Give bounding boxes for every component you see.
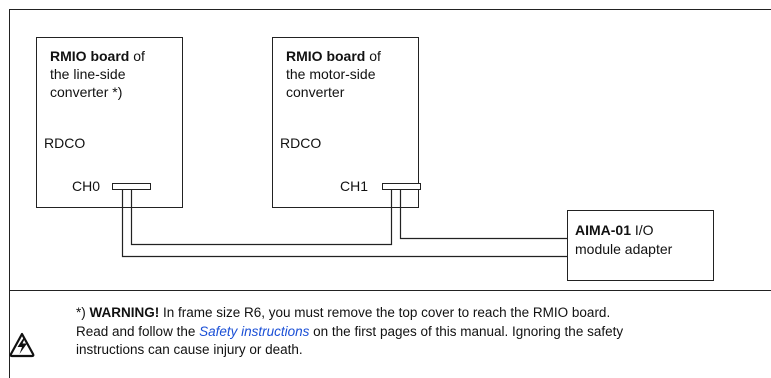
motor-side-board-box bbox=[272, 37, 419, 208]
motor-side-board-title: RMIO board of bbox=[286, 47, 381, 65]
ch0-connector bbox=[112, 183, 151, 190]
fiber-cable-inner bbox=[130, 190, 393, 246]
fiber-cable-outer bbox=[121, 190, 568, 258]
warning-text-1: In frame size R6, you must remove the to… bbox=[159, 305, 611, 320]
warning-line-2: Read and follow the Safety instructions … bbox=[76, 323, 771, 342]
line-side-board-line2: the line-side bbox=[50, 66, 126, 82]
adapter-title: AIMA-01 I/O bbox=[575, 221, 654, 239]
fiber-cable-adapter bbox=[399, 190, 568, 240]
line-side-board-title-bold: RMIO board bbox=[50, 48, 130, 64]
motor-side-board-line2: the motor-side bbox=[286, 66, 376, 82]
adapter-box bbox=[567, 210, 714, 281]
warning-line-1: *) WARNING! In frame size R6, you must r… bbox=[76, 304, 771, 323]
safety-instructions-link[interactable]: Safety instructions bbox=[199, 323, 310, 339]
motor-side-board-title-rest: of bbox=[365, 48, 381, 64]
ch1-connector bbox=[382, 183, 421, 190]
warning-label: WARNING! bbox=[89, 305, 160, 320]
warning-text-2-pre: Read and follow the bbox=[76, 323, 200, 339]
warning-note: *) WARNING! In frame size R6, you must r… bbox=[76, 304, 771, 360]
warning-line-3: instructions can cause injury or death. bbox=[76, 342, 303, 357]
motor-side-board-line3: converter bbox=[286, 84, 345, 100]
motor-side-board-title-bold: RMIO board bbox=[286, 48, 366, 64]
line-side-board-title-rest: of bbox=[129, 48, 145, 64]
line-side-module-label: RDCO bbox=[44, 135, 86, 151]
adapter-title-rest: I/O bbox=[631, 222, 654, 238]
ch0-label: CH0 bbox=[72, 178, 101, 194]
adapter-line2: module adapter bbox=[575, 241, 673, 257]
warning-prefix: *) bbox=[76, 305, 90, 320]
motor-side-module-label: RDCO bbox=[280, 135, 322, 151]
warning-text-2-post: on the first pages of this manual. Ignor… bbox=[309, 323, 624, 339]
electrical-hazard-icon bbox=[9, 332, 35, 358]
ch1-label: CH1 bbox=[340, 178, 369, 194]
line-side-board-title: RMIO board of bbox=[50, 47, 145, 65]
adapter-title-bold: AIMA-01 bbox=[575, 222, 632, 238]
line-side-board-line3: converter *) bbox=[50, 84, 123, 100]
line-side-board-box bbox=[36, 37, 183, 208]
